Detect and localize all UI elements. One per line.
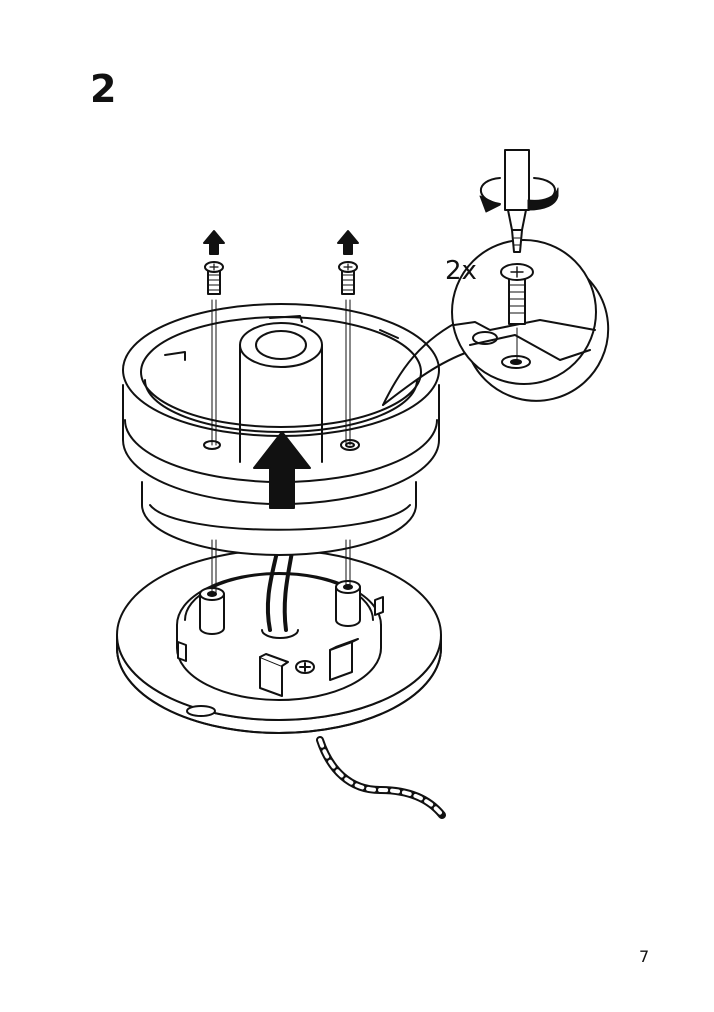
screwdriver-icon — [504, 149, 530, 253]
screw-icon — [204, 261, 224, 295]
cable-icon — [316, 736, 446, 819]
detail-callout — [382, 149, 610, 406]
wire-bundle — [265, 550, 294, 632]
ring-housing-icon — [122, 303, 440, 556]
up-arrow-icon — [203, 230, 225, 255]
up-arrow-icon — [337, 230, 359, 255]
lamp-base-icon — [116, 549, 442, 734]
alignment-lines — [211, 299, 351, 595]
rotation-arrow-icon — [479, 177, 559, 213]
page-number: 7 — [639, 947, 650, 966]
step-number: 2 — [90, 67, 117, 111]
screw-icon — [338, 261, 358, 295]
quantity-label: 2x — [445, 256, 477, 286]
lift-arrow-icon — [253, 431, 311, 509]
